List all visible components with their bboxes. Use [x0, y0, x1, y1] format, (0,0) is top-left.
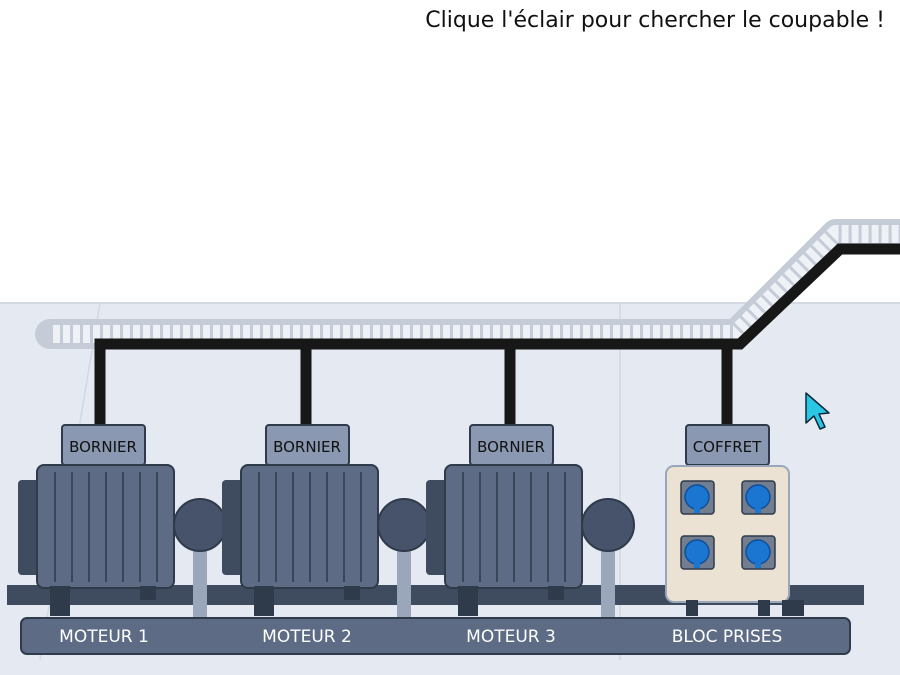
power-cables[interactable]: [94, 243, 900, 425]
socket-outlet: [680, 535, 715, 570]
label-bar: [20, 617, 851, 655]
motor-1-label: MOTEUR 1: [59, 627, 149, 647]
socket-outlet: [680, 480, 715, 515]
motor-3-label: MOTEUR 3: [466, 627, 556, 647]
socket-outlet: [741, 535, 776, 570]
motor-2-label: MOTEUR 2: [262, 627, 352, 647]
terminal-box-label: BORNIER: [69, 438, 137, 456]
socket-outlet: [741, 480, 776, 515]
instruction-text: Clique l'éclair pour chercher le coupabl…: [425, 8, 885, 33]
motor-2[interactable]: [222, 424, 431, 620]
socket-box[interactable]: [665, 424, 804, 616]
cabinet-label: COFFRET: [693, 438, 762, 456]
socket-box-label: BLOC PRISES: [672, 627, 783, 647]
terminal-box-label: BORNIER: [477, 438, 545, 456]
terminal-box-label: BORNIER: [273, 438, 341, 456]
cable-tray: [35, 219, 900, 349]
motor-3[interactable]: [426, 424, 635, 620]
mouse-cursor-icon: [805, 392, 830, 430]
motor-1[interactable]: [18, 424, 227, 620]
base-rail: [7, 585, 864, 605]
